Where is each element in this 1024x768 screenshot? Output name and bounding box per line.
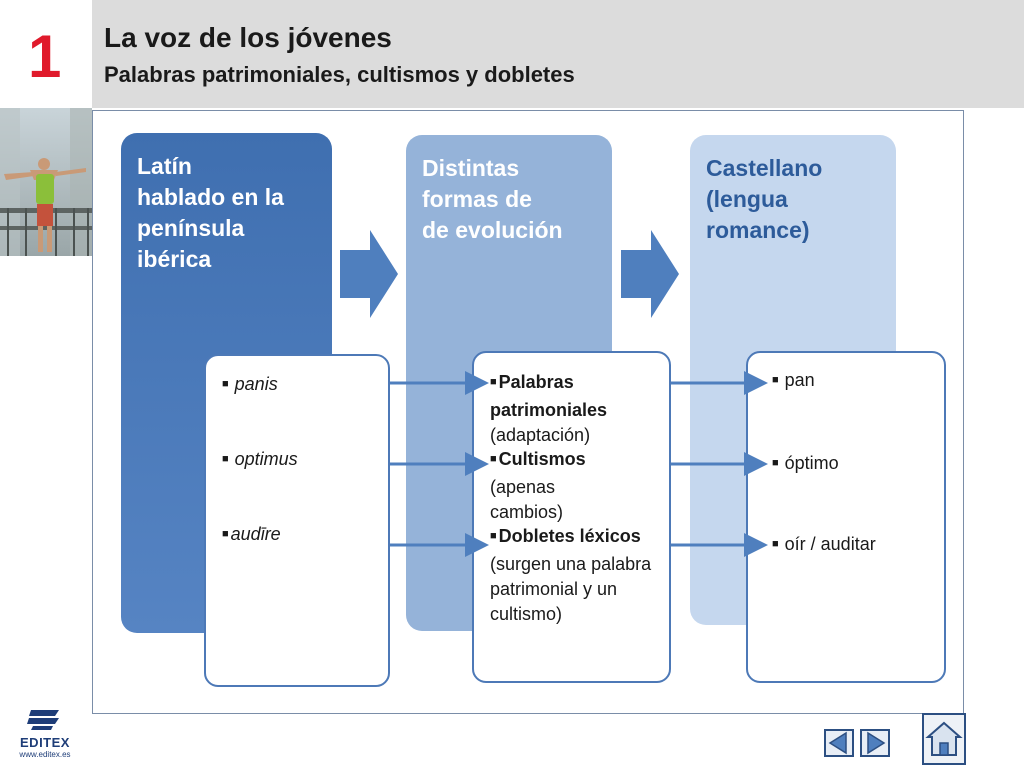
editex-logo: EDITEX www.editex.es <box>14 708 76 762</box>
castellano-word: oír / auditar <box>784 534 876 554</box>
editex-logo-mark <box>27 710 59 730</box>
latin-word: optimus <box>234 449 298 469</box>
home-icon <box>925 721 963 756</box>
column-evolution-heading-2: formas de <box>422 186 532 212</box>
evolution-type: Palabras patrimoniales <box>490 372 608 420</box>
photo-thumbnail <box>0 108 92 256</box>
column-castellano-heading-3: romance) <box>706 217 810 243</box>
bullet-icon: ■ <box>490 376 497 388</box>
home-button[interactable] <box>922 713 966 765</box>
evolution-types-box <box>472 351 671 683</box>
evolution-type: Dobletes léxicos <box>498 526 641 546</box>
list-item: ■ óptimo <box>772 451 839 479</box>
page-subtitle: Palabras patrimoniales, cultismos y dobl… <box>104 62 575 87</box>
bullet-icon: ■ <box>222 378 229 390</box>
prev-icon <box>828 731 847 755</box>
list-item: ■ oír / auditar <box>772 532 876 560</box>
evolution-description: (apenas cambios) <box>490 477 564 522</box>
bullet-icon: ■ <box>490 453 497 465</box>
right-arrow-icon <box>621 230 679 318</box>
bullet-icon: ■ <box>772 457 779 469</box>
castellano-word: óptimo <box>784 453 839 473</box>
column-latin-heading-3: península <box>137 215 245 241</box>
bullet-icon: ■ <box>222 453 229 465</box>
list-item: ■ optimus <box>222 447 298 475</box>
column-latin-heading-1: Latín <box>137 153 192 179</box>
bullet-icon: ■ <box>772 374 779 386</box>
castellano-word: pan <box>784 370 815 390</box>
latin-word: audīre <box>230 524 281 544</box>
column-castellano-heading-1: Castellano <box>706 155 823 181</box>
list-item: ■Cultismos (apenas cambios) <box>490 447 610 525</box>
bullet-icon: ■ <box>772 538 779 550</box>
list-item: ■ pan <box>772 368 815 396</box>
chapter-number: 1 <box>28 23 62 90</box>
column-latin-heading-4: ibérica <box>137 246 212 272</box>
right-arrow-icon <box>340 230 398 318</box>
list-item: ■ panis <box>222 372 278 400</box>
castellano-words-box <box>746 351 946 683</box>
latin-word: panis <box>234 374 278 394</box>
bullet-icon: ■ <box>490 530 497 542</box>
evolution-description: (adaptación) <box>490 425 591 445</box>
next-icon <box>867 731 886 755</box>
header-bar <box>92 0 1024 108</box>
column-evolution-heading-1: Distintas <box>422 155 520 181</box>
prev-button[interactable] <box>824 729 854 757</box>
next-button[interactable] <box>860 729 890 757</box>
evolution-description: (surgen una palabra patrimonial y un cul… <box>490 554 652 624</box>
logo-text: EDITEX <box>20 735 70 750</box>
column-castellano-heading-2: (lengua <box>706 186 788 212</box>
latin-words-box <box>204 354 390 687</box>
bullet-icon: ■ <box>222 528 229 540</box>
evolution-type: Cultismos <box>498 449 586 469</box>
logo-url: www.editex.es <box>19 750 71 759</box>
list-item: ■audīre <box>222 522 281 550</box>
column-latin-heading-2: hablado en la <box>137 184 284 210</box>
page-title: La voz de los jóvenes <box>104 22 392 53</box>
column-evolution-heading-3: de evolución <box>422 217 563 243</box>
list-item: ■Palabras patrimoniales (adaptación) <box>490 370 660 448</box>
list-item: ■Dobletes léxicos (surgen una palabra pa… <box>490 524 658 627</box>
